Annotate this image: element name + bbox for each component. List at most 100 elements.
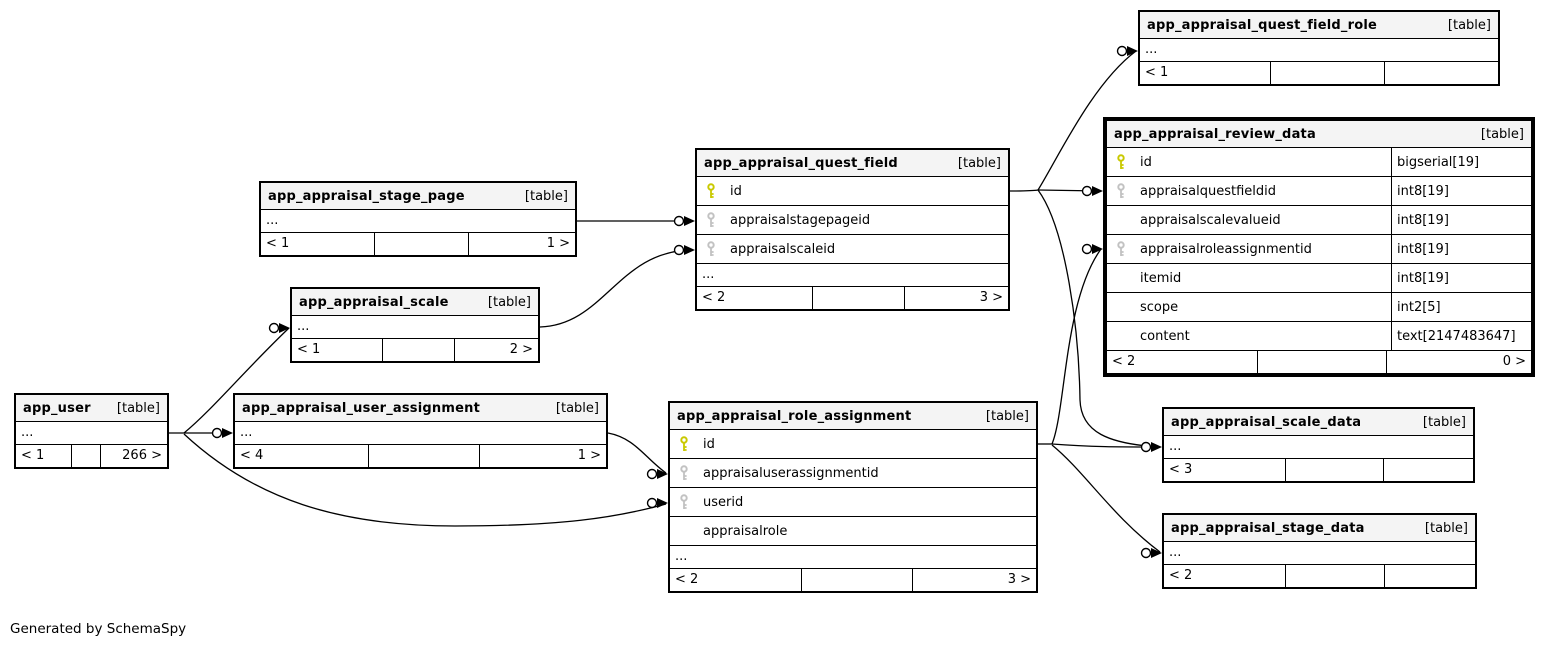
parent-count: < 1 xyxy=(21,448,45,463)
foreign-key-icon xyxy=(679,465,690,481)
table-type-label: [table] xyxy=(985,408,1029,424)
table-app_appraisal_scale_data[interactable]: app_appraisal_scale_data [table] ... < 3 xyxy=(1162,407,1475,483)
table-type-label: [table] xyxy=(957,155,1001,171)
table-footer: < 1 xyxy=(1140,62,1498,84)
table-title: app_appraisal_stage_data xyxy=(1171,520,1365,536)
table-title: app_appraisal_quest_field_role xyxy=(1147,17,1378,33)
foreign-key-icon xyxy=(1116,241,1127,257)
table-app_appraisal_user_assignment[interactable]: app_appraisal_user_assignment [table] ..… xyxy=(233,393,608,469)
table-type-label: [table] xyxy=(116,400,160,416)
column-row-id: id xyxy=(670,430,1036,459)
foreign-key-icon xyxy=(1116,183,1127,199)
parent-count: < 2 xyxy=(675,572,699,587)
table-title: app_appraisal_stage_page xyxy=(268,188,465,204)
hidden-columns-row: ... xyxy=(1164,436,1473,459)
hidden-columns-row: ... xyxy=(292,316,538,339)
generator-note: Generated by SchemaSpy xyxy=(10,621,187,637)
edge-quest-field-to-quest-field-role xyxy=(1037,50,1137,191)
column-row-content: content text[2147483647] xyxy=(1107,322,1531,351)
table-footer: < 2 0 > xyxy=(1107,351,1531,373)
table-header: app_appraisal_scale [table] xyxy=(292,289,538,316)
edge-user-assignment-to-role-assignment xyxy=(607,432,667,474)
table-title: app_appraisal_scale_data xyxy=(1171,414,1362,430)
table-app_appraisal_review_data[interactable]: app_appraisal_review_data [table] id big… xyxy=(1103,117,1535,377)
column-row-appraisalrole: appraisalrole xyxy=(670,517,1036,546)
table-footer: < 1 1 > xyxy=(261,233,575,255)
footer-spacer xyxy=(1285,459,1384,481)
hidden-columns-row: ... xyxy=(670,546,1036,569)
footer-spacer xyxy=(382,339,455,361)
fk-endpoint-stage-data xyxy=(1140,547,1162,559)
column-row-id: id bigserial[19] xyxy=(1107,148,1531,177)
parent-count: < 2 xyxy=(1169,568,1193,583)
child-count xyxy=(1385,62,1498,84)
edge-scale-to-quest-field xyxy=(539,249,694,328)
child-count xyxy=(1384,459,1473,481)
table-type-label: [table] xyxy=(555,400,599,416)
table-app_user[interactable]: app_user [table] ... < 1 266 > xyxy=(14,393,169,469)
hidden-columns-row: ... xyxy=(235,422,606,445)
table-type-label: [table] xyxy=(1447,17,1491,33)
child-count: 266 > xyxy=(122,448,162,463)
table-title: app_appraisal_scale xyxy=(299,294,449,310)
table-header: app_appraisal_scale_data [table] xyxy=(1164,409,1473,436)
table-title: app_appraisal_quest_field xyxy=(704,155,898,171)
table-type-label: [table] xyxy=(1422,414,1466,430)
table-app_appraisal_stage_data[interactable]: app_appraisal_stage_data [table] ... < 2 xyxy=(1162,513,1477,589)
column-row-appraisalroleassignmentid: appraisalroleassignmentid int8[19] xyxy=(1107,235,1531,264)
child-count: 0 > xyxy=(1502,354,1526,369)
hidden-columns-row: ... xyxy=(261,210,575,233)
parent-count: < 1 xyxy=(1145,65,1169,80)
table-type-label: [table] xyxy=(487,294,531,310)
table-header: app_appraisal_stage_data [table] xyxy=(1164,515,1475,542)
table-title: app_appraisal_role_assignment xyxy=(677,408,912,424)
child-count xyxy=(1385,565,1475,587)
table-footer: < 2 3 > xyxy=(697,287,1008,309)
table-title: app_appraisal_review_data xyxy=(1114,126,1316,142)
fk-endpoint-quest-field-role xyxy=(1116,45,1138,57)
hidden-columns-row: ... xyxy=(697,264,1008,287)
child-count: 2 > xyxy=(509,342,533,357)
table-app_appraisal_quest_field[interactable]: app_appraisal_quest_field [table] id app… xyxy=(695,148,1010,311)
child-count: 1 > xyxy=(546,236,570,251)
child-count: 3 > xyxy=(979,290,1003,305)
primary-key-icon xyxy=(679,436,690,452)
foreign-key-icon xyxy=(706,212,717,228)
edge-role-assignment-to-review-data xyxy=(1051,248,1102,445)
table-type-label: [table] xyxy=(524,188,568,204)
fk-endpoint-review-data-questfieldid xyxy=(1081,185,1103,197)
column-row-appraisalquestfieldid: appraisalquestfieldid int8[19] xyxy=(1107,177,1531,206)
column-row-itemid: itemid int8[19] xyxy=(1107,264,1531,293)
footer-spacer xyxy=(801,569,913,591)
hidden-columns-row: ... xyxy=(1140,39,1498,62)
table-footer: < 1 2 > xyxy=(292,339,538,361)
fk-endpoint-role-assignment-userassignmentid xyxy=(646,468,668,480)
table-app_appraisal_scale[interactable]: app_appraisal_scale [table] ... < 1 2 > xyxy=(290,287,540,363)
table-type-label: [table] xyxy=(1480,126,1524,142)
table-type-label: [table] xyxy=(1424,520,1468,536)
column-row-appraisaluserassignmentid: appraisaluserassignmentid xyxy=(670,459,1036,488)
table-header: app_appraisal_role_assignment [table] xyxy=(670,403,1036,430)
footer-spacer xyxy=(1285,565,1385,587)
table-header: app_appraisal_stage_page [table] xyxy=(261,183,575,210)
table-header: app_user [table] xyxy=(16,395,167,422)
edge-quest-field-branch-stub xyxy=(1009,189,1039,192)
parent-count: < 1 xyxy=(297,342,321,357)
column-row-scope: scope int2[5] xyxy=(1107,293,1531,322)
table-app_appraisal_stage_page[interactable]: app_appraisal_stage_page [table] ... < 1… xyxy=(259,181,577,257)
table-title: app_appraisal_user_assignment xyxy=(242,400,480,416)
footer-spacer xyxy=(71,445,101,467)
foreign-key-icon xyxy=(679,494,690,510)
edge-role-assignment-to-stage-data xyxy=(1051,444,1161,553)
fk-endpoint-quest-field-stagepageid xyxy=(673,215,695,227)
table-header: app_appraisal_quest_field [table] xyxy=(697,150,1008,177)
child-count: 1 > xyxy=(577,448,601,463)
footer-spacer xyxy=(368,445,480,467)
column-row-appraisalscalevalueid: appraisalscalevalueid int8[19] xyxy=(1107,206,1531,235)
child-count: 3 > xyxy=(1007,572,1031,587)
fk-endpoint-quest-field-scaleid xyxy=(673,244,695,256)
table-app_appraisal_quest_field_role[interactable]: app_appraisal_quest_field_role [table] .… xyxy=(1138,10,1500,86)
footer-spacer xyxy=(1257,351,1387,373)
table-app_appraisal_role_assignment[interactable]: app_appraisal_role_assignment [table] id… xyxy=(668,401,1038,593)
